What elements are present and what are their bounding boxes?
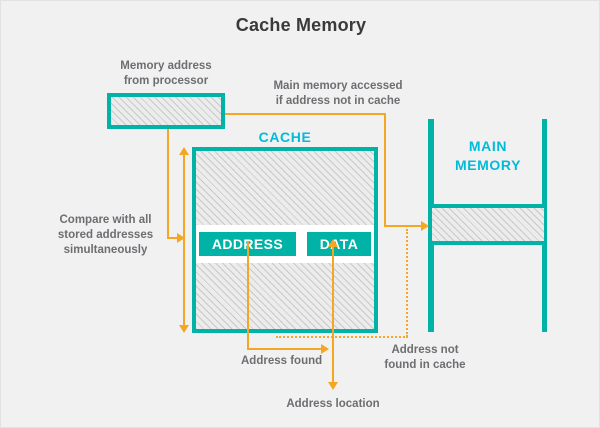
connector-into-main-memory: [384, 225, 423, 227]
memory-address-box: [107, 93, 225, 129]
arrowhead-compare-down: [179, 325, 189, 333]
address-not-found-dotted-vertical: [406, 229, 408, 337]
main-memory-accessed-label: Main memory accessed if address not in c…: [273, 80, 403, 107]
address-found-horizontal: [247, 348, 323, 350]
cache-lower-hatched-region: [196, 263, 374, 329]
arrowhead-address-found: [321, 344, 329, 354]
connector-to-main-memory-vertical: [384, 113, 386, 227]
main-memory-right-rail: [542, 119, 547, 332]
compare-label: Compare with all stored addresses simult…: [57, 214, 154, 256]
arrowhead-compare-up: [179, 147, 189, 155]
cache-data-cell: DATA: [304, 229, 374, 259]
address-found-vertical: [247, 241, 249, 349]
cache-tag-row: ADDRESS DATA: [196, 225, 374, 263]
cache-box: ADDRESS DATA: [192, 147, 378, 333]
connector-address-to-compare: [167, 237, 181, 239]
main-memory-left-rail: [428, 119, 434, 332]
cache-upper-hatched-region: [196, 151, 374, 225]
cache-heading: CACHE: [258, 129, 312, 145]
address-not-found-label: Address not found in cache: [384, 344, 466, 371]
connector-address-down: [167, 129, 169, 239]
main-memory-heading: MAIN MEMORY: [454, 138, 522, 173]
arrowhead-to-compare: [177, 233, 185, 243]
address-location-spine: [332, 245, 334, 384]
arrowhead-into-main-memory: [421, 221, 429, 231]
main-memory-highlighted-block: [432, 204, 544, 245]
page-title: Cache Memory: [235, 15, 367, 35]
compare-span-line: [183, 153, 185, 327]
arrowhead-into-data-cell: [328, 239, 338, 247]
address-not-found-dotted-horizontal: [276, 336, 408, 338]
memory-address-label: Memory address from processor: [120, 60, 212, 87]
connector-to-main-memory-horizontal: [225, 113, 386, 115]
arrowhead-address-location: [328, 382, 338, 390]
address-location-label: Address location: [286, 398, 380, 410]
address-found-label: Address found: [241, 355, 323, 367]
